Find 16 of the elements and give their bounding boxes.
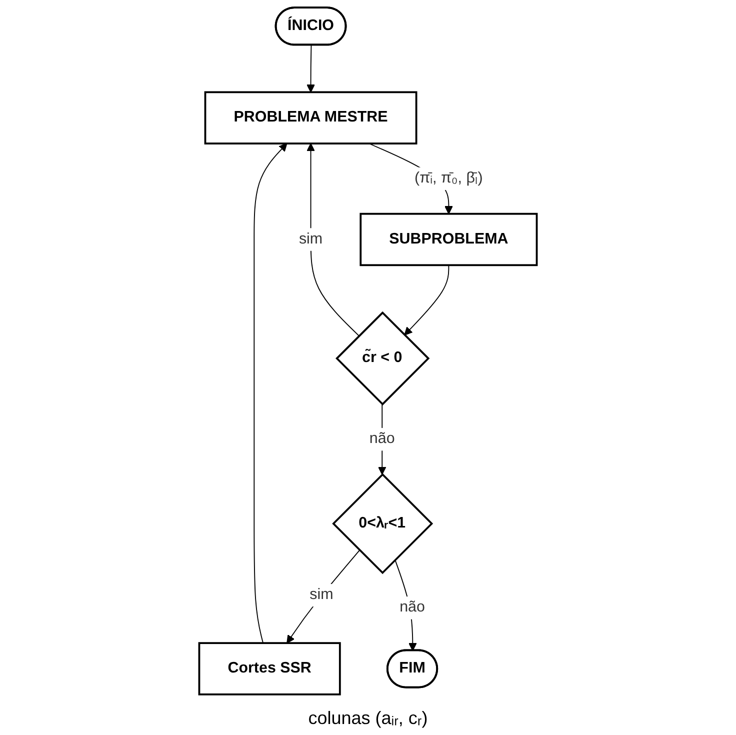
edge-label: (π̄ᵢ, π̄₀, β̄ₗ)	[414, 170, 483, 186]
note-text: colunas (aᵢᵣ, cᵣ)	[308, 708, 428, 729]
edge-label: não	[400, 599, 425, 616]
arrow	[306, 143, 360, 336]
arrow	[306, 44, 315, 93]
arrow	[254, 143, 288, 644]
node-box: SUBPROBLEMA	[360, 212, 538, 266]
edge-label: sim	[310, 586, 334, 603]
arrow	[286, 550, 360, 644]
arrow	[404, 264, 450, 336]
node-box: Cortes SSR	[198, 642, 341, 696]
node-box: PROBLEMA MESTRE	[204, 91, 418, 144]
edge-label: não	[369, 430, 395, 447]
edge-label: sim	[298, 230, 323, 248]
node-diamond: c̃r < 0	[336, 311, 430, 406]
node-diamond: 0<λᵣ<1	[332, 473, 434, 574]
